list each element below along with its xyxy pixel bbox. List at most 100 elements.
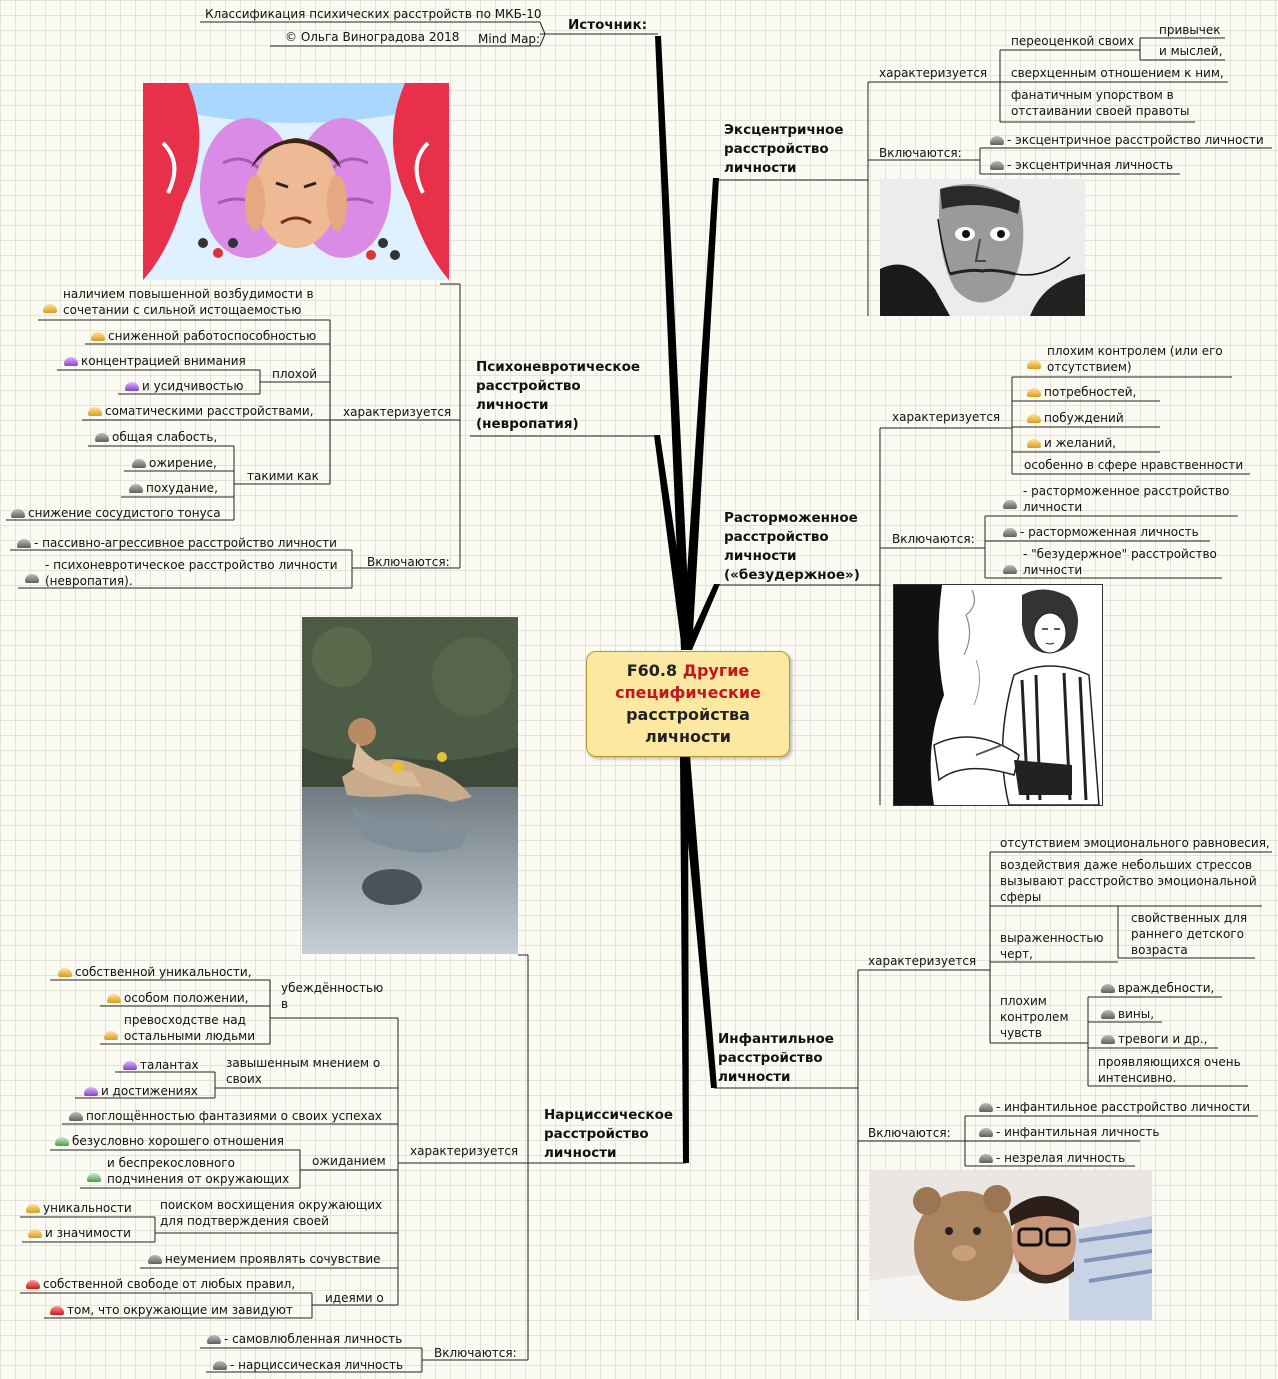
narc-expectation: ожиданием [312,1154,386,1168]
gray-bullet-icon [979,1154,993,1163]
narc-i2: и достижениях [101,1084,198,1098]
orange-bullet-icon [88,407,102,416]
purple-bullet-icon [125,382,139,391]
disinhibited-c2-item: потребностей, [1027,384,1136,400]
narc-no-empathy-item: неумением проявлять сочувствие [148,1251,381,1267]
eccentric-inc2-item: - эксцентричная личность [990,157,1173,173]
narc-s1: уникальности [43,1201,132,1215]
orange-bullet-icon [107,994,121,1003]
infantile-includes-label: Включаются: [868,1126,951,1140]
disinhibited-image [893,584,1103,806]
psycho-inc1: - пассивно-агрессивное расстройство личн… [34,536,337,550]
narc-topic[interactable]: Нарциссическое расстройство личности [544,1107,674,1161]
gray-bullet-icon [1003,500,1017,509]
eccentric-inc1: - эксцентричное расстройство личности [1007,133,1264,147]
gray-bullet-icon [1003,528,1017,537]
narc-e1-item: безусловно хорошего отношения [55,1133,284,1149]
gray-bullet-icon [1101,1035,1115,1044]
narc-i1: талантах [140,1058,199,1072]
central-code: F60.8 [626,661,678,680]
narc-cv2: особом положении, [124,991,249,1005]
infantile-inc3-item: - незрелая личность [979,1150,1125,1166]
psycho-c2: сниженной работоспособностью [108,329,317,343]
infantile-topic[interactable]: Инфантильное расстройство личности [718,1031,834,1085]
psycho-inc1-item: - пассивно-агрессивное расстройство личн… [17,535,337,551]
gray-bullet-icon [129,484,143,493]
eccentric-inc2: - эксцентричная личность [1007,158,1174,172]
eccentric-overvalued: сверхценным отношением к ним, [1011,66,1224,80]
gray-bullet-icon [1003,565,1017,574]
psycho-s4: снижение сосудистого тонуса [28,506,221,520]
orange-bullet-icon [91,332,105,341]
gray-bullet-icon [990,161,1004,170]
narc-char-label: характеризуется [410,1144,519,1158]
eccentric-overestimation: переоценкой своих [1011,34,1135,48]
purple-bullet-icon [84,1087,98,1096]
central-topic[interactable]: F60.8 Другие специфические расстройства … [586,651,790,757]
narc-search: поиском восхищения окружающих для подтве… [160,1198,383,1228]
narc-s2-item: и значимости [28,1225,131,1241]
infantile-c4-2-item: вины, [1101,1006,1154,1022]
purple-bullet-icon [123,1061,137,1070]
infantile-inc3: - незрелая личность [996,1151,1126,1165]
eccentric-topic[interactable]: Эксцентричное расстройство личности [724,122,844,176]
infantile-c2: воздействия даже небольших стрессов вызы… [1000,858,1257,904]
psycho-s1: общая слабость, [112,430,218,444]
infantile-c3-sub: свойственных для раннего детского возрас… [1131,911,1248,957]
gray-bullet-icon [95,433,109,442]
gray-bullet-icon [979,1103,993,1112]
psycho-c2-item: сниженной работоспособностью [91,328,316,344]
disinhibited-includes-label: Включаются: [892,532,975,546]
psycho-s2: ожирение, [149,456,217,470]
central-title-rest: расстройства личности [626,705,750,746]
narc-includes-label: Включаются: [434,1346,517,1360]
psycho-s3-item: похудание, [129,480,218,496]
eccentric-fanatic: фанатичным упорством в отстаивании своей… [1011,88,1190,118]
narc-e2: и беспрекословного подчинения от окружаю… [107,1156,290,1186]
disinhibited-inc2-item: - расторможенная личность [1003,524,1199,540]
psycho-topic[interactable]: Психоневротическое расстройство личности… [476,359,641,432]
green-bullet-icon [87,1173,101,1182]
psycho-s4-item: снижение сосудистого тонуса [11,505,221,521]
psycho-includes-label: Включаются: [367,555,450,569]
disinhibited-c3: побуждений [1044,411,1124,425]
source-classification: Классификация психических расстройств по… [205,7,542,21]
green-bullet-icon [55,1137,69,1146]
disinhibited-c4-item: и желаний, [1027,435,1116,451]
infantile-image [869,1171,1152,1320]
psycho-inc2: - психоневротическое расстройство личнос… [45,558,338,588]
gray-bullet-icon [69,1112,83,1121]
infantile-char-label: характеризуется [868,954,977,968]
red-bullet-icon [50,1306,64,1315]
disinhibited-topic[interactable]: Расторможенное расстройство личности («б… [724,510,860,583]
narc-i1-item: талантах [123,1057,199,1073]
psycho-poor-label: плохой [272,367,318,381]
eccentric-char-label: характеризуется [879,66,988,80]
orange-bullet-icon [104,1031,118,1040]
narc-cv3: превосходстве над остальными людьми [124,1013,256,1043]
eccentric-image [880,179,1085,316]
gray-bullet-icon [132,459,146,468]
narc-inc1-item: - самовлюбленная личность [207,1331,402,1347]
disinhibited-c4: и желаний, [1044,436,1117,450]
psycho-c1: наличием повышенной возбудимости в сочет… [63,287,314,317]
disinhibited-c1: плохим контролем (или его отсутствием) [1047,344,1223,374]
narc-inc2: - нарциссическая личность [230,1358,404,1372]
gray-bullet-icon [1101,984,1115,993]
gray-bullet-icon [17,539,31,548]
narc-inc1: - самовлюбленная личность [224,1332,403,1346]
gray-bullet-icon [1101,1010,1115,1019]
gray-bullet-icon [207,1335,221,1344]
orange-bullet-icon [43,304,57,313]
narc-s1-item: уникальности [26,1200,132,1216]
gray-bullet-icon [213,1361,227,1370]
narc-fantasies-item: поглощённостью фантазиями о своих успеха… [69,1108,382,1124]
narc-cv1-item: собственной уникальности, [58,964,252,980]
psycho-c5: соматическими расстройствами, [105,404,314,418]
psycho-such-as: такими как [247,469,319,483]
narc-s2: и значимости [45,1226,131,1240]
narc-cv2-item: особом положении, [107,990,249,1006]
psycho-s1-item: общая слабость, [95,429,217,445]
eccentric-inc1-item: - эксцентричное расстройство личности [990,132,1264,148]
